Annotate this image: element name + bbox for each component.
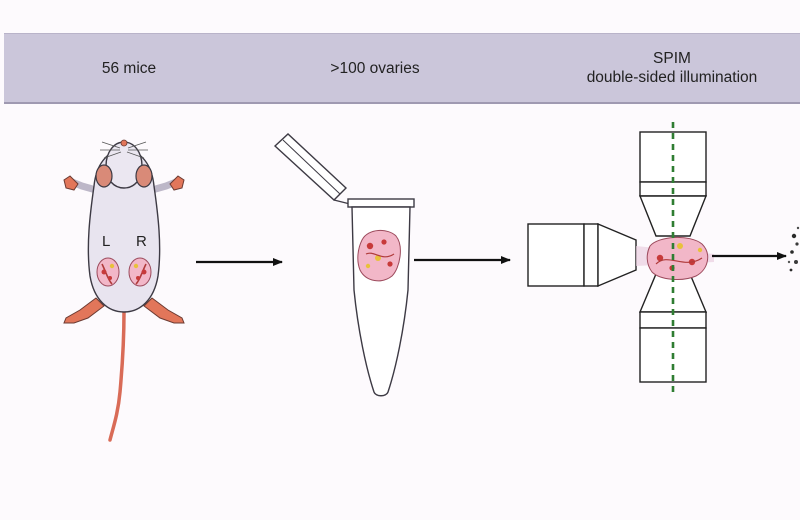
- step-label-mice-text: 56 mice: [101, 59, 157, 77]
- tube-ovary: [357, 230, 401, 282]
- mouse-ovary-left: [96, 257, 120, 287]
- step-label-mice: 56 mice: [34, 34, 224, 102]
- output-image-fragment: [787, 226, 800, 272]
- mouse-right-label: R: [136, 233, 147, 250]
- step-label-ovaries-text: >100 ovaries: [330, 59, 420, 77]
- mouse-illustration: L R: [63, 139, 185, 442]
- mouse-front-paw-right: [169, 175, 185, 191]
- mouse-ear-right: [135, 164, 153, 188]
- step-label-spim-line2: double-sided illumination: [586, 69, 758, 86]
- mouse-head: [105, 141, 143, 189]
- spim-specimen-ovary: [646, 237, 709, 280]
- step-label-spim: SPIM double-sided illumination: [552, 34, 792, 102]
- mouse-tail: [108, 310, 126, 442]
- mouse-left-label: L: [102, 233, 110, 250]
- step-label-ovaries: >100 ovaries: [280, 34, 470, 102]
- step-label-spim-line1: SPIM: [653, 50, 691, 67]
- spim-microscope: [527, 122, 714, 392]
- mouse-hind-foot-left: [63, 297, 105, 324]
- mouse-whiskers: [100, 141, 148, 159]
- illumination-objective-ring: [583, 223, 599, 287]
- tube-rim: [347, 198, 415, 208]
- mouse-ear-left: [95, 164, 113, 188]
- mouse-ovary-right: [128, 257, 152, 287]
- illumination-objective-tip: [597, 222, 637, 288]
- illumination-objective-body: [527, 223, 585, 287]
- microcentrifuge-tube: [273, 133, 415, 397]
- header-band: 56 mice >100 ovaries SPIM double-sided i…: [4, 33, 800, 104]
- mouse-front-paw-left: [63, 175, 79, 191]
- mouse-hind-foot-right: [143, 297, 185, 324]
- mouse-nose: [120, 139, 128, 147]
